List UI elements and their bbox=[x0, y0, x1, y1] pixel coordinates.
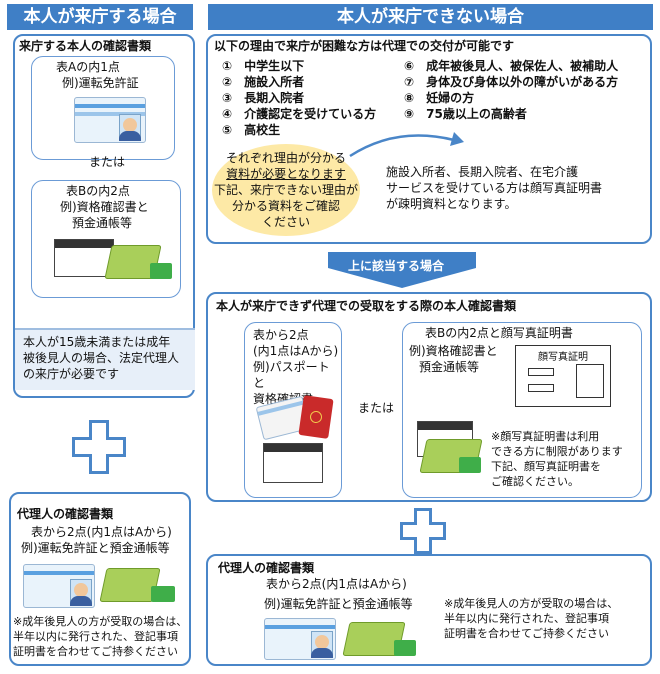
self-docs-title: 来庁する本人の確認書類 bbox=[19, 39, 152, 53]
photo-id-certificate-icon: 顔写真証明 bbox=[515, 345, 611, 407]
option2-note: ※顔写真証明書は利用 できる方に制限があります 下記、顔写真証明書を ご確認くだ… bbox=[491, 430, 623, 488]
down-arrow-icon bbox=[328, 252, 476, 288]
option2-box: 表Bの内2点と顔写真証明書 例)資格確認書と 預金通帳等 顔写真証明 ※顔写真証… bbox=[402, 322, 642, 498]
passport-icon bbox=[298, 395, 334, 439]
option1-text: 表から2点 (内1点はAから) 例)パスポートと 資格確認書 bbox=[253, 328, 339, 406]
license-card-icon bbox=[264, 618, 336, 660]
left-self-panel: 来庁する本人の確認書類 表Aの内1点 例)運転免許証 または 表Bの内2点 例)… bbox=[13, 34, 195, 398]
reasons-intro: 以下の理由で来庁が困難な方は代理での交付が可能です bbox=[214, 39, 515, 53]
group-b-example-2: 預金通帳等 bbox=[72, 216, 133, 230]
proxy-line1-right: 表から2点(内1点はAから) bbox=[266, 577, 407, 591]
proxy-line1-left: 表から2点(内1点はAから) bbox=[31, 525, 172, 539]
left-proxy-panel: 代理人の確認書類 表から2点(内1点はAから) 例)運転免許証と預金通帳等 ※成… bbox=[9, 492, 191, 666]
proxy-title-left: 代理人の確認書類 bbox=[17, 507, 114, 521]
green-card-icon bbox=[150, 263, 172, 279]
minor-note-2: 被後見人の場合、法定代理人 bbox=[23, 351, 180, 365]
group-b-title: 表Bの内2点 bbox=[66, 184, 130, 198]
minor-note-1: 本人が15歳未満または成年 bbox=[23, 335, 171, 349]
group-a-box: 表Aの内1点 例)運転免許証 bbox=[31, 56, 175, 160]
group-b-box: 表Bの内2点 例)資格確認書と 預金通帳等 bbox=[31, 180, 181, 298]
proxy-line2-left: 例)運転免許証と預金通帳等 bbox=[21, 541, 170, 555]
option2-text: 例)資格確認書と 預金通帳等 bbox=[409, 344, 498, 374]
minor-note-3: の来庁が必要です bbox=[23, 367, 120, 381]
proxy-title-right: 代理人の確認書類 bbox=[218, 561, 315, 575]
receive-panel: 本人が来庁できず代理での受取をする際の本人確認書類 表から2点 (内1点はAから… bbox=[206, 292, 652, 502]
proxy-line2-right: 例)運転免許証と預金通帳等 bbox=[264, 597, 413, 611]
plus-icon bbox=[72, 420, 126, 474]
health-insurance-card-icon bbox=[54, 239, 114, 277]
group-a-example: 例)運転免許証 bbox=[62, 76, 139, 90]
or-label-2: または bbox=[358, 401, 395, 415]
green-card-icon bbox=[459, 457, 481, 473]
license-card-icon bbox=[74, 97, 146, 143]
receive-title: 本人が来庁できず代理での受取をする際の本人確認書類 bbox=[216, 299, 517, 313]
proxy-note-right: ※成年後見人の方が受取の場合は、 半年以内に発行された、登記事項 証明書を合わせ… bbox=[444, 597, 619, 640]
green-card-icon bbox=[151, 586, 175, 602]
green-card-icon bbox=[394, 640, 416, 656]
minor-note-box bbox=[15, 328, 195, 390]
left-header: 本人が来庁する場合 bbox=[7, 4, 193, 30]
curved-arrow-icon bbox=[349, 132, 464, 158]
group-a-title: 表Aの内1点 bbox=[56, 60, 120, 74]
health-insurance-card-icon bbox=[263, 443, 323, 483]
plus-icon bbox=[400, 508, 446, 554]
notice-bubble bbox=[212, 144, 360, 236]
reasons-panel: 以下の理由で来庁が困難な方は代理での交付が可能です ① 中学生以下 ② 施設入所… bbox=[206, 34, 652, 244]
reasons-right-list: ⑥ 成年被後見人、被保佐人、被補助人 ⑦ 身体及び身体以外の障がいがある方 ⑧ … bbox=[404, 59, 619, 121]
proxy-note-left: ※成年後見人の方が受取の場合は、 半年以内に発行された、登記事項 証明書を合わせ… bbox=[13, 615, 188, 658]
arrow-label: 上に該当する場合 bbox=[348, 259, 445, 273]
reasons-left-list: ① 中学生以下 ② 施設入所者 ③ 長期入院者 ④ 介護認定を受けている方 ⑤ … bbox=[222, 59, 377, 137]
license-card-icon bbox=[23, 564, 95, 608]
notice-bubble-text: それぞれ理由が分かる 資料が必要となります 下記、来庁できない理由が 分かる資料… bbox=[213, 151, 358, 229]
right-proxy-panel: 代理人の確認書類 表から2点(内1点はAから) 例)運転免許証と預金通帳等 ※成… bbox=[206, 554, 652, 666]
option2-title: 表Bの内2点と顔写真証明書 bbox=[425, 326, 573, 340]
right-header: 本人が来庁できない場合 bbox=[208, 4, 653, 30]
group-b-example: 例)資格確認書と bbox=[60, 200, 149, 214]
or-label-1: または bbox=[89, 155, 126, 169]
facility-note: 施設入所者、長期入院者、在宅介護 サービスを受けている方は顔写真証明書 が疎明資… bbox=[386, 165, 603, 211]
option1-box: 表から2点 (内1点はAから) 例)パスポートと 資格確認書 bbox=[244, 322, 342, 498]
